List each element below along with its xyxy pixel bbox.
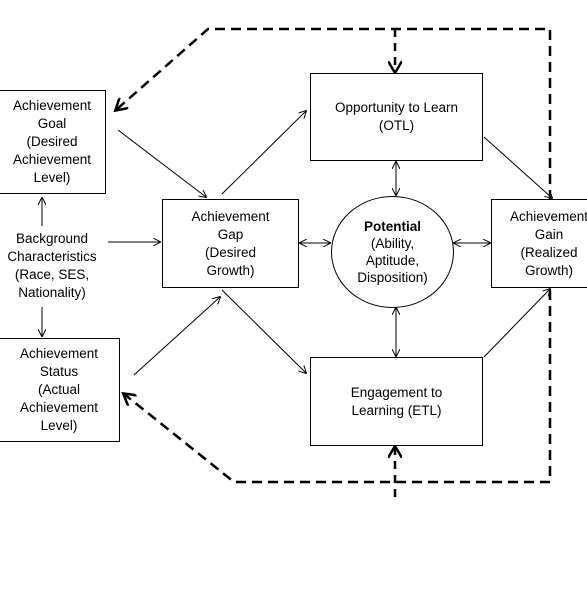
- dashed-feedback-bottom: [124, 290, 552, 484]
- arrow-otl-to-gain: [483, 136, 552, 198]
- potential-title: Potential: [363, 219, 421, 234]
- arrow-status-to-gap: [133, 297, 220, 376]
- otl-box: Opportunity to Learn (OTL): [310, 73, 483, 161]
- potential-circle: Potential (Ability, Aptitude, Dispositio…: [331, 196, 454, 308]
- arrow-etl-to-gain: [483, 289, 550, 358]
- achievement-status-box: Achievement Status (Actual Achievement L…: [0, 338, 120, 442]
- etl-box: Engagement to Learning (ETL): [310, 357, 483, 446]
- arrow-goal-to-gap: [117, 129, 206, 197]
- achievement-goal-box: Achievement Goal (Desired Achievement Le…: [0, 90, 106, 194]
- achievement-gain-box: Achievement Gain (Realized Growth): [491, 199, 587, 288]
- potential-body: (Ability, Aptitude, Disposition): [357, 236, 428, 285]
- achievement-gap-box: Achievement Gap (Desired Growth): [162, 199, 299, 288]
- arrow-gap-to-otl: [221, 111, 306, 195]
- background-characteristics-label: Background Characteristics (Race, SES, N…: [7, 231, 97, 300]
- arrow-gap-to-etl: [221, 289, 306, 373]
- dashed-feedback-top: [116, 27, 552, 200]
